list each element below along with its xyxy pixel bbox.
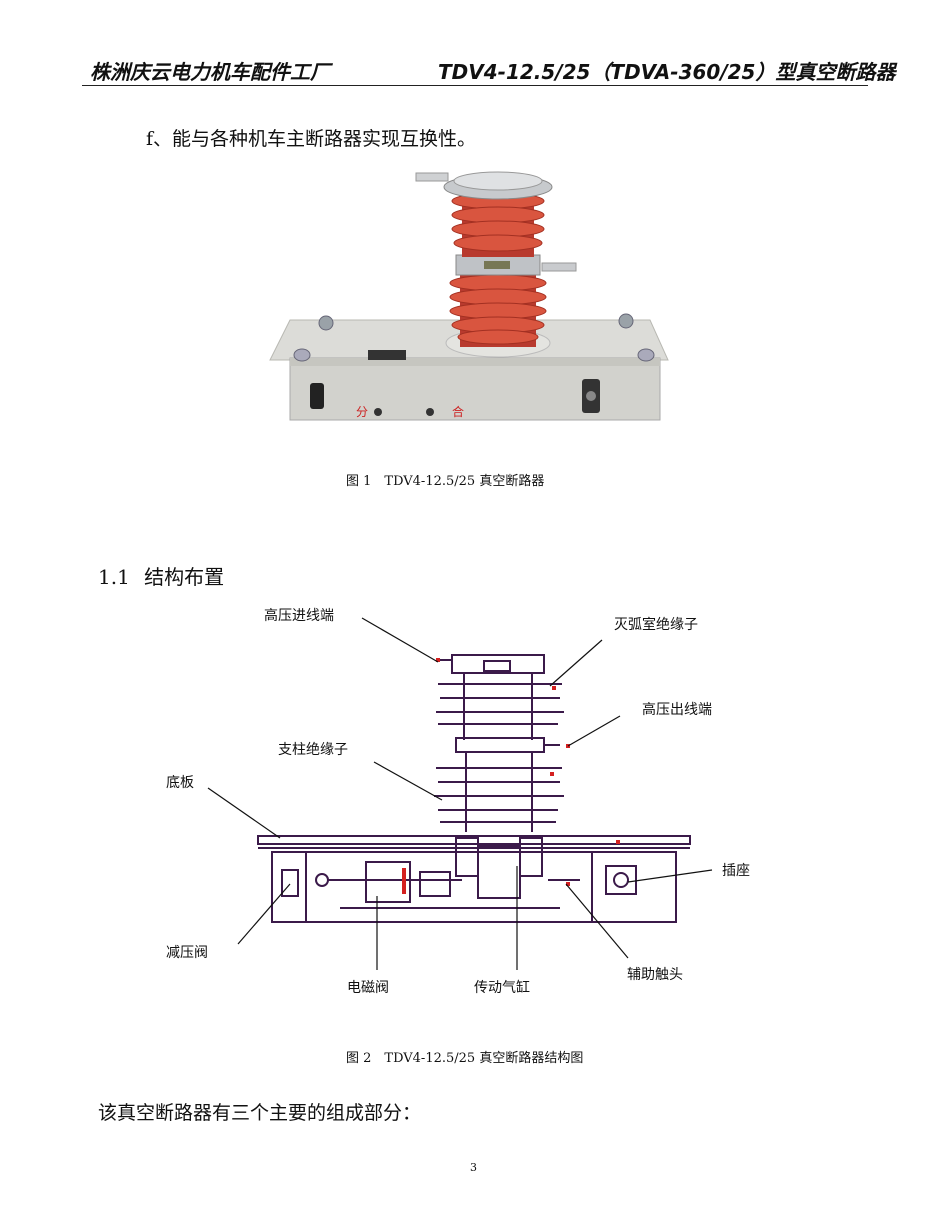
label-solenoid-valve: 电磁阀 bbox=[347, 980, 389, 996]
header-rule bbox=[82, 85, 868, 86]
section-number: 1.1 bbox=[98, 565, 130, 589]
label-aux-contact: 辅助触头 bbox=[627, 967, 683, 983]
label-socket: 插座 bbox=[722, 863, 750, 879]
page-number: 3 bbox=[470, 1161, 477, 1174]
section-title: 结构布置 bbox=[144, 565, 225, 589]
label-cylinder: 传动气缸 bbox=[474, 980, 530, 996]
open-label: 分 bbox=[356, 405, 368, 419]
close-label: 合 bbox=[452, 404, 464, 419]
breaker-photo: 分 合 bbox=[269, 171, 669, 421]
header-company: 株洲庆云电力机车配件工厂 bbox=[90, 60, 330, 84]
label-reducing-valve: 减压阀 bbox=[166, 945, 208, 961]
figure-1-caption: 图 1 TDV4-12.5/25 真空断路器 bbox=[346, 474, 545, 489]
label-base-plate: 底板 bbox=[166, 775, 194, 791]
label-post-insulator: 支柱绝缘子 bbox=[278, 742, 348, 758]
intro-item: f、能与各种机车主断路器实现互换性。 bbox=[146, 128, 477, 150]
label-hv-out: 高压出线端 bbox=[642, 702, 712, 718]
figure-2-caption: 图 2 TDV4-12.5/25 真空断路器结构图 bbox=[346, 1051, 584, 1066]
label-hv-in: 高压进线端 bbox=[264, 608, 334, 624]
header-product: TDV4-12.5/25（TDVA-360/25）型真空断路器 bbox=[438, 60, 896, 84]
closing-paragraph: 该真空断路器有三个主要的组成部分： bbox=[98, 1102, 422, 1124]
label-interrupter-insulator: 灭弧室绝缘子 bbox=[614, 617, 698, 633]
section-heading: 1.1 结构布置 bbox=[98, 561, 224, 590]
